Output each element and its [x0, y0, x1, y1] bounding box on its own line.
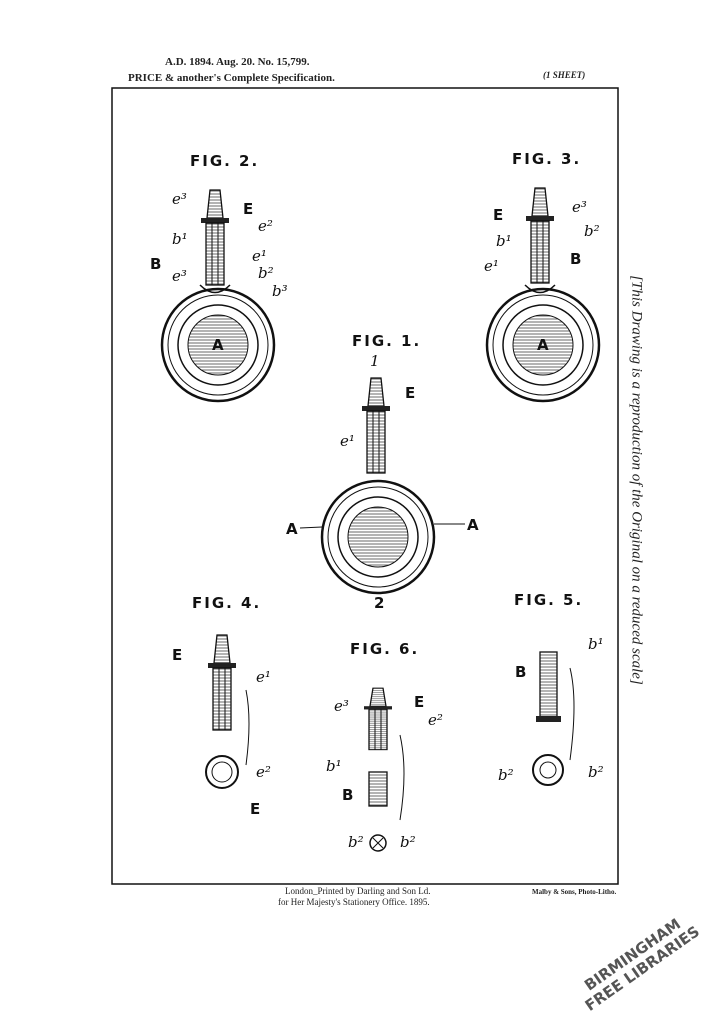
- reduced-scale-note: [This Drawing is a reproduction of the O…: [628, 275, 645, 685]
- label: A: [467, 516, 480, 534]
- label: b²: [258, 264, 274, 282]
- label: e¹: [252, 247, 267, 265]
- label: b¹: [496, 232, 512, 250]
- label: E: [250, 800, 261, 818]
- label: b¹: [588, 635, 604, 653]
- label: B: [570, 250, 582, 268]
- label: B: [342, 786, 354, 804]
- fig3-title: FIG. 3.: [512, 150, 581, 168]
- label: B: [515, 663, 527, 681]
- label: A: [286, 520, 299, 538]
- label: b²: [348, 833, 364, 851]
- label: b²: [400, 833, 416, 851]
- sheet-count: (1 SHEET): [543, 70, 586, 80]
- label: E: [493, 206, 504, 224]
- label: e³: [334, 697, 349, 715]
- label: b¹: [172, 230, 188, 248]
- fig2-title: FIG. 2.: [190, 152, 259, 170]
- label: b²: [588, 763, 604, 781]
- fig6-title: FIG. 6.: [350, 640, 419, 658]
- label: E: [405, 384, 416, 402]
- header-line2: PRICE & another's Complete Specification…: [128, 72, 335, 84]
- fig5-title: FIG. 5.: [514, 591, 583, 609]
- label: b¹: [326, 757, 342, 775]
- figure-6: FIG. 6. e³ E e² b¹ B b² b²: [326, 640, 443, 852]
- label: e²: [256, 763, 271, 781]
- label: E: [243, 200, 254, 218]
- figure-3: FIG. 3. e³ E b² b¹ B e¹ A: [484, 150, 601, 403]
- label: e³: [572, 198, 587, 216]
- label: b²: [584, 222, 600, 240]
- label: B: [150, 255, 162, 273]
- printer-line1: London_Printed by Darling and Son Ld.: [285, 886, 431, 896]
- figure-2: FIG. 2. e³ E e² b¹ e¹ B e³ b² b³ A: [150, 152, 288, 403]
- label: E: [414, 693, 425, 711]
- label: 1: [370, 352, 380, 370]
- fig1-title: FIG. 1.: [352, 332, 421, 350]
- label: b³: [272, 282, 288, 300]
- figure-4: FIG. 4. E e¹ e² E: [172, 594, 271, 818]
- label: e²: [428, 711, 443, 729]
- label: 2: [374, 594, 385, 612]
- label: b²: [498, 766, 514, 784]
- drawing-border: [111, 87, 619, 885]
- label: A: [212, 336, 225, 354]
- header-line1: A.D. 1894. Aug. 20. No. 15,799.: [165, 56, 310, 68]
- label: e¹: [256, 668, 271, 686]
- label: e³: [172, 190, 187, 208]
- fig4-title: FIG. 4.: [192, 594, 261, 612]
- label: e³: [172, 267, 187, 285]
- figure-5: FIG. 5. b¹ B b² b²: [498, 591, 604, 786]
- label: e¹: [340, 432, 355, 450]
- label: e¹: [484, 257, 499, 275]
- label: A: [537, 336, 550, 354]
- label: e²: [258, 217, 273, 235]
- litho-credit: Malby & Sons, Photo-Litho.: [532, 888, 617, 896]
- label: E: [172, 646, 183, 664]
- figure-1: FIG. 1. 1 E e¹ A A 2: [286, 332, 480, 612]
- printer-line2: for Her Majesty's Stationery Office. 189…: [278, 897, 430, 907]
